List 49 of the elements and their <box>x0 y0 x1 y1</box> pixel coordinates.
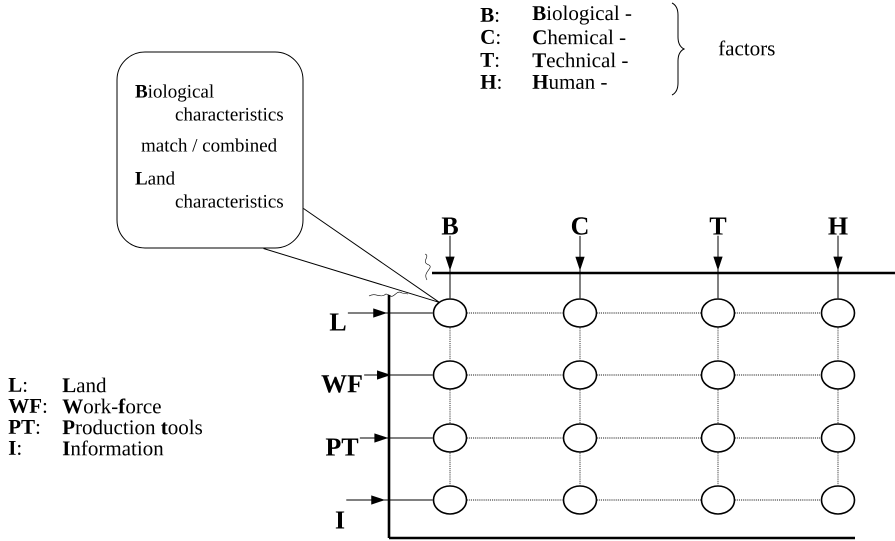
factor-label: PT <box>326 438 358 456</box>
circle <box>700 360 736 390</box>
brace-label: factors <box>718 40 775 56</box>
factor-label: H <box>828 217 848 234</box>
circle <box>820 485 856 515</box>
circle <box>820 298 856 328</box>
key-text: H: <box>480 74 501 90</box>
key-text: I: <box>8 440 20 456</box>
dotted-line <box>466 312 564 314</box>
circle <box>432 298 468 328</box>
factor-label: L <box>330 313 346 330</box>
key-text: Land <box>62 378 106 392</box>
callout-bubble: Biological characteristics match / combined Land characteristics <box>116 52 304 248</box>
circle <box>562 485 598 515</box>
circle <box>700 485 736 515</box>
key-text: Work-force <box>62 398 161 414</box>
callout-tail <box>263 208 440 303</box>
factor-label: T <box>710 217 726 234</box>
circle <box>700 298 736 328</box>
circle <box>432 423 468 453</box>
dotted-line <box>734 312 822 314</box>
key-text: C: <box>481 30 500 44</box>
key-text: B: <box>480 8 498 22</box>
factor-label: WF <box>321 375 362 393</box>
circle <box>700 423 736 453</box>
dotted-line <box>596 312 702 314</box>
circle <box>562 423 598 453</box>
key-text: Human - <box>532 75 607 89</box>
circle <box>562 360 598 390</box>
circle <box>820 423 856 453</box>
circle <box>432 485 468 515</box>
key-text: Technical - <box>532 52 628 68</box>
key-text: Production tools <box>62 420 202 434</box>
dotted-line <box>466 374 564 376</box>
factor-label: C <box>572 217 588 235</box>
key-text: WF: <box>8 398 46 414</box>
key-text: T: <box>480 52 498 68</box>
dotted-line <box>596 374 702 376</box>
key-text: Information <box>62 440 164 456</box>
key-text: Chemical - <box>533 30 626 44</box>
key-text: L: <box>8 378 26 392</box>
key-text: Biological - <box>532 5 632 25</box>
circle <box>820 360 856 390</box>
factor-label: I <box>336 511 344 528</box>
dotted-line <box>734 374 822 376</box>
key-text: PT: <box>8 420 40 434</box>
circle <box>432 360 468 390</box>
factor-label: B <box>442 217 458 235</box>
circle <box>562 298 598 328</box>
